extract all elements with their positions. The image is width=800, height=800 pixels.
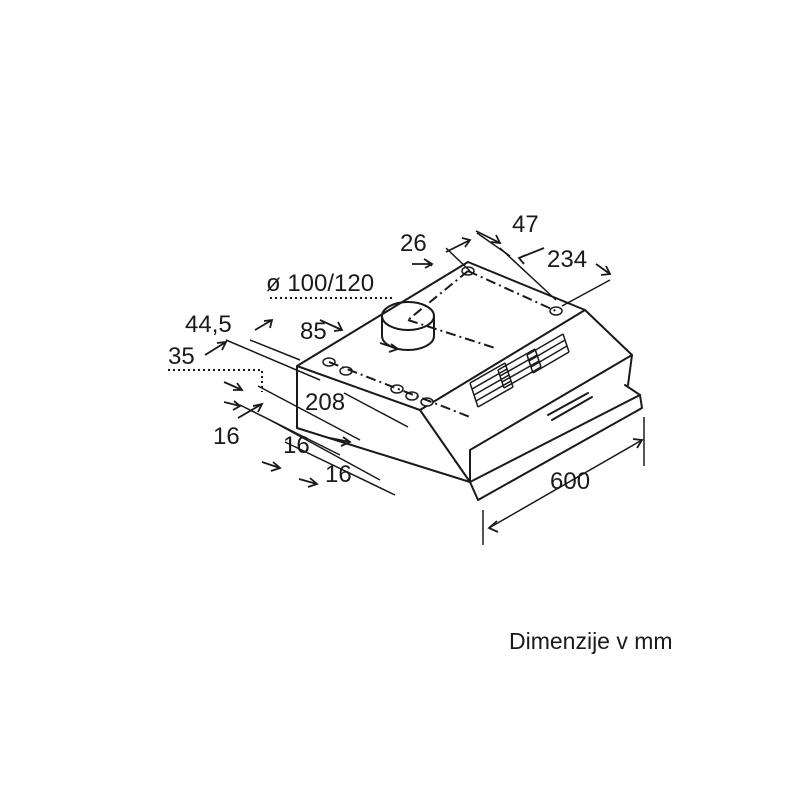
dimension-600: 600 (550, 468, 591, 495)
duct-diameter-label: ø 100/120 (266, 270, 375, 297)
vent-grilles (469, 333, 570, 408)
dimension-208: 208 (305, 389, 346, 416)
center-lines (328, 270, 557, 418)
hood-front-lower (469, 354, 633, 483)
dimension-234: 234 (547, 246, 588, 273)
hood-front-face (419, 409, 471, 483)
dimension-16-b: 16 (283, 432, 310, 459)
dotted-leaders (168, 297, 392, 392)
dimension-26: 26 (400, 230, 427, 257)
visor-edge (624, 384, 641, 396)
dimension-47: 47 (512, 211, 539, 238)
dimension-44-5: 44,5 (185, 311, 232, 338)
dimension-35: 35 (168, 343, 195, 370)
dimension-arrows (204, 230, 644, 533)
dimension-16-c: 16 (325, 461, 352, 488)
dimension-85: 85 (300, 318, 327, 345)
duct-collar-side (381, 315, 435, 351)
visor-panel (469, 394, 643, 501)
light-cover (547, 392, 593, 421)
hood-left-side (296, 365, 471, 483)
hood-front-top (584, 309, 633, 386)
dimension-16-a: 16 (213, 423, 240, 450)
units-caption: Dimenzije v mm (509, 628, 673, 654)
